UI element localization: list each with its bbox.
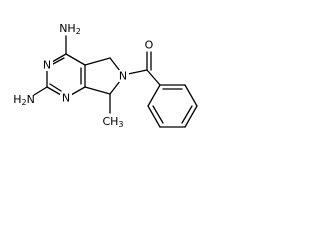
bond-benzene-6 bbox=[147, 84, 161, 107]
bond-c2-n1-double bbox=[49, 83, 62, 92]
pyrroline-n6: N bbox=[119, 70, 127, 83]
bond-c4-n3 bbox=[51, 53, 67, 63]
bond-c4-n3-double bbox=[52, 57, 65, 65]
amino-group-top: NH2 bbox=[59, 22, 81, 36]
bond-c4a-c4 bbox=[65, 53, 86, 66]
amino-top-subscript: 2 bbox=[76, 27, 81, 36]
bond-n6-carbonyl bbox=[127, 69, 148, 75]
methyl-ch: CH bbox=[102, 115, 118, 128]
bond-n1-c7a bbox=[70, 86, 86, 96]
bond-benzene-2 bbox=[184, 84, 198, 107]
amino-top-nh: NH bbox=[59, 22, 76, 35]
chemical-structure-diagram: NH2 N N H2N N CH3 O bbox=[13, 22, 198, 129]
bond-c7-c7a bbox=[84, 86, 111, 95]
amino-left-n: N bbox=[27, 93, 35, 106]
bond-c5-n6 bbox=[109, 57, 121, 72]
bond-carbonyl-phenyl bbox=[146, 69, 161, 86]
bond-n6-c7 bbox=[109, 80, 121, 95]
amino-left-subscript: 2 bbox=[21, 98, 26, 107]
amino-group-left: H2N bbox=[13, 93, 35, 107]
methyl-group: CH3 bbox=[102, 115, 123, 129]
pyrimidine-n3: N bbox=[43, 59, 51, 72]
methyl-subscript: 3 bbox=[118, 120, 123, 129]
bond-benzene-3 bbox=[184, 105, 198, 128]
carbonyl-oxygen: O bbox=[145, 39, 154, 52]
bond-benzene-inner-3 bbox=[152, 105, 164, 124]
bond-c2-nh2 bbox=[33, 86, 48, 96]
amino-left-h: H bbox=[13, 93, 21, 106]
bond-c2-n1 bbox=[46, 86, 62, 96]
bond-benzene-5 bbox=[147, 105, 161, 128]
bond-benzene-inner-2 bbox=[181, 105, 193, 124]
pyrimidine-n1: N bbox=[62, 92, 70, 105]
bond-c4a-c5 bbox=[84, 57, 111, 66]
